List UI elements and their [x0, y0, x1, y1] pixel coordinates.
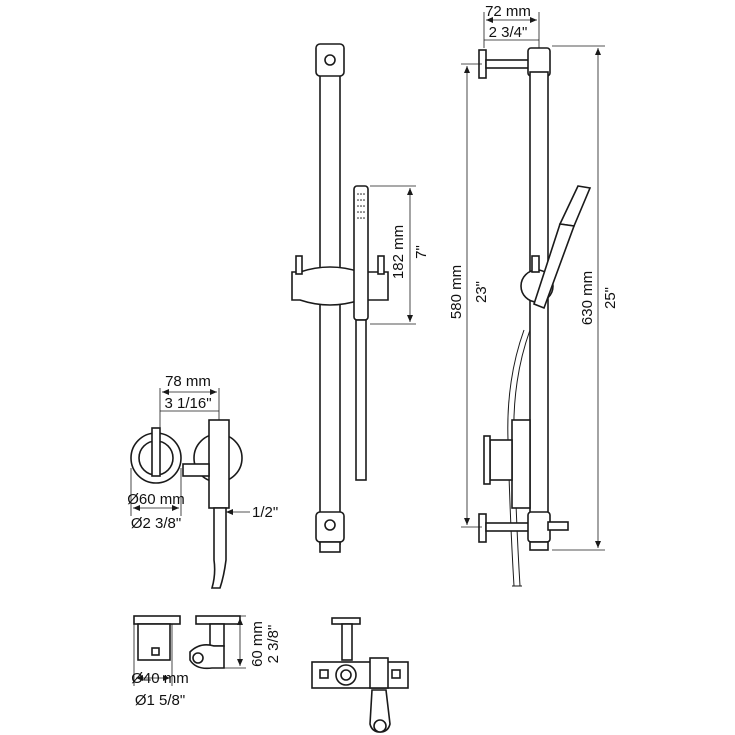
bottom-screw — [324, 519, 336, 531]
dim-total-height-mm: 630 mm — [579, 271, 596, 325]
slider-holder — [291, 266, 389, 306]
dim-valve-depth-in: 3 1/16" — [164, 395, 211, 412]
side-mixer-handle — [489, 439, 513, 481]
dim-valve-dia-in: Ø2 3/8" — [131, 515, 181, 532]
hand-shower-handle — [355, 319, 367, 481]
dim-total-height-in: 25" — [602, 287, 619, 309]
valve-side-body — [208, 419, 230, 509]
top-view-arm — [341, 623, 353, 661]
outlet-plate — [133, 615, 181, 625]
side-hand-shower-head — [558, 185, 592, 227]
dim-outlet-dia-mm: Ø40 mm — [131, 670, 189, 687]
dim-valve-depth-mm: 78 mm — [165, 373, 211, 390]
dim-hand-shower-in: 7" — [413, 245, 430, 259]
dim-rail-span-in: 23" — [473, 281, 490, 303]
top-view-flange — [331, 617, 361, 625]
dim-outlet-dia-in: Ø1 5/8" — [135, 692, 185, 709]
dim-hand-shower-mm: 182 mm — [390, 225, 407, 279]
outlet-and-holder: Ø40 mm Ø1 5/8" 60 mm 2 3/8" — [131, 615, 409, 733]
dim-top-width-mm: 72 mm — [485, 3, 531, 20]
valve-spout — [210, 507, 227, 589]
dim-holder-height-in: 2 3/8" — [265, 625, 282, 664]
bottom-wall-flange — [478, 513, 487, 543]
dim-valve-dia-mm: Ø60 mm — [127, 491, 185, 508]
dim-top-width-in: 2 3/4" — [489, 24, 528, 41]
slider-knob-right — [377, 255, 385, 275]
dim-rail-span-mm: 580 mm — [448, 265, 465, 319]
front-view-slide-rail: 182 mm 7" — [291, 43, 430, 553]
top-screw — [324, 54, 336, 66]
holder-plate — [195, 615, 241, 625]
side-view-slide-rail: 72 mm 2 3/4" 580 mm 23" — [448, 3, 619, 587]
side-hand-shower-handle — [533, 223, 576, 310]
valve-front-lever — [151, 427, 161, 477]
slider-knob-left — [295, 255, 303, 275]
bottom-arm — [485, 522, 531, 532]
holder-stem — [209, 623, 225, 647]
dim-thread: 1/2" — [252, 504, 278, 521]
dim-holder-height-mm: 60 mm — [249, 621, 266, 667]
valve-side-lever — [182, 463, 210, 477]
side-mixer-body — [511, 419, 531, 509]
top-arm — [485, 59, 531, 69]
bottom-cap — [527, 511, 551, 543]
valve-views: 78 mm 3 1/16" Ø60 mm Ø2 3/8" 1/2" — [127, 373, 278, 589]
